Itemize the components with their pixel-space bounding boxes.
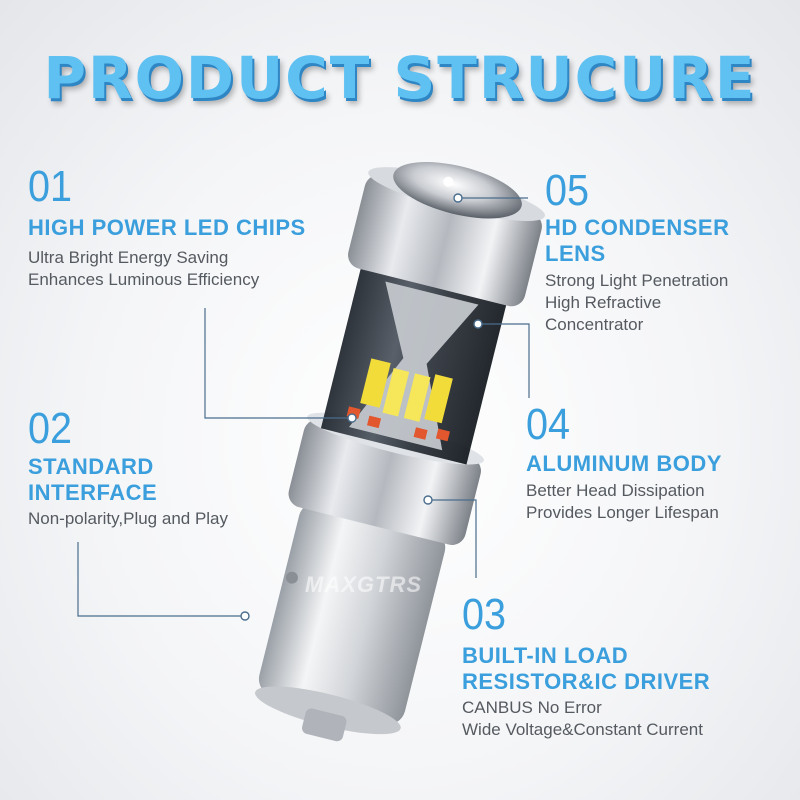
feature-05-line: Strong Light Penetration (545, 271, 729, 290)
led-chip (403, 373, 431, 422)
feature-05-heading-line: LENS (545, 241, 606, 266)
leader-02 (77, 542, 245, 617)
feature-03-heading-line: RESISTOR&IC DRIVER (462, 669, 711, 694)
feature-02-description: Non-polarity,Plug and Play (28, 508, 228, 530)
marker-05 (453, 193, 463, 203)
feature-03-line: CANBUS No Error (462, 698, 602, 717)
marker-02 (240, 611, 250, 621)
feature-05-heading-line: HD CONDENSER (545, 215, 730, 240)
led-bulb (255, 161, 545, 742)
bayonet-base (258, 501, 446, 725)
feature-02-heading: STANDARD INTERFACE (28, 454, 157, 506)
bayonet-pin (285, 571, 298, 584)
feature-04-number: 04 (526, 400, 571, 449)
feature-01-heading: HIGH POWER LED CHIPS (28, 215, 306, 240)
feature-02-heading-line: STANDARD (28, 454, 154, 479)
marker-04 (473, 319, 483, 329)
marker-01 (347, 413, 357, 423)
feature-01-line: Enhances Luminous Efficiency (28, 270, 260, 289)
marker-03 (423, 495, 433, 505)
feature-01-description: Ultra Bright Energy Saving Enhances Lumi… (28, 247, 259, 291)
leader-lines (77, 197, 530, 617)
brand-watermark: MAXGTRS (305, 572, 422, 597)
feature-05-heading: HD CONDENSER LENS (545, 215, 729, 267)
led-chip (424, 374, 453, 424)
feature-01-line: Ultra Bright Energy Saving (28, 248, 229, 267)
feature-03-line: Wide Voltage&Constant Current (462, 720, 703, 739)
feature-05-number: 05 (545, 166, 590, 215)
feature-03-heading: BUILT-IN LOAD RESISTOR&IC DRIVER (462, 643, 710, 695)
leader-03 (428, 499, 477, 578)
feature-03-description: CANBUS No Error Wide Voltage&Constant Cu… (462, 697, 703, 741)
led-chip (360, 358, 391, 408)
feature-05-line: High Refractive (545, 293, 662, 312)
feature-01-number: 01 (28, 162, 73, 211)
feature-05-description: Strong Light Penetration High Refractive… (545, 270, 728, 336)
feature-02-line: Non-polarity,Plug and Play (28, 509, 229, 528)
heatsink-core (349, 281, 479, 451)
leader-04 (478, 323, 530, 398)
contact-pin (302, 708, 347, 742)
leader-01 (204, 308, 352, 419)
feature-02-number: 02 (28, 404, 73, 453)
feature-03-heading-line: BUILT-IN LOAD (462, 643, 629, 668)
feature-04-heading: ALUMINUM BODY (526, 451, 722, 476)
feature-03-number: 03 (462, 590, 507, 639)
led-chip (382, 368, 410, 417)
feature-04-line: Provides Longer Lifespan (526, 503, 719, 522)
page-title: PRODUCT STRUCURE (43, 44, 757, 112)
feature-04-description: Better Head Dissipation Provides Longer … (526, 480, 719, 524)
feature-04-line: Better Head Dissipation (526, 481, 705, 500)
condenser-lens (393, 161, 522, 219)
feature-02-heading-line: INTERFACE (28, 480, 158, 505)
feature-05-line: Concentrator (545, 315, 644, 334)
